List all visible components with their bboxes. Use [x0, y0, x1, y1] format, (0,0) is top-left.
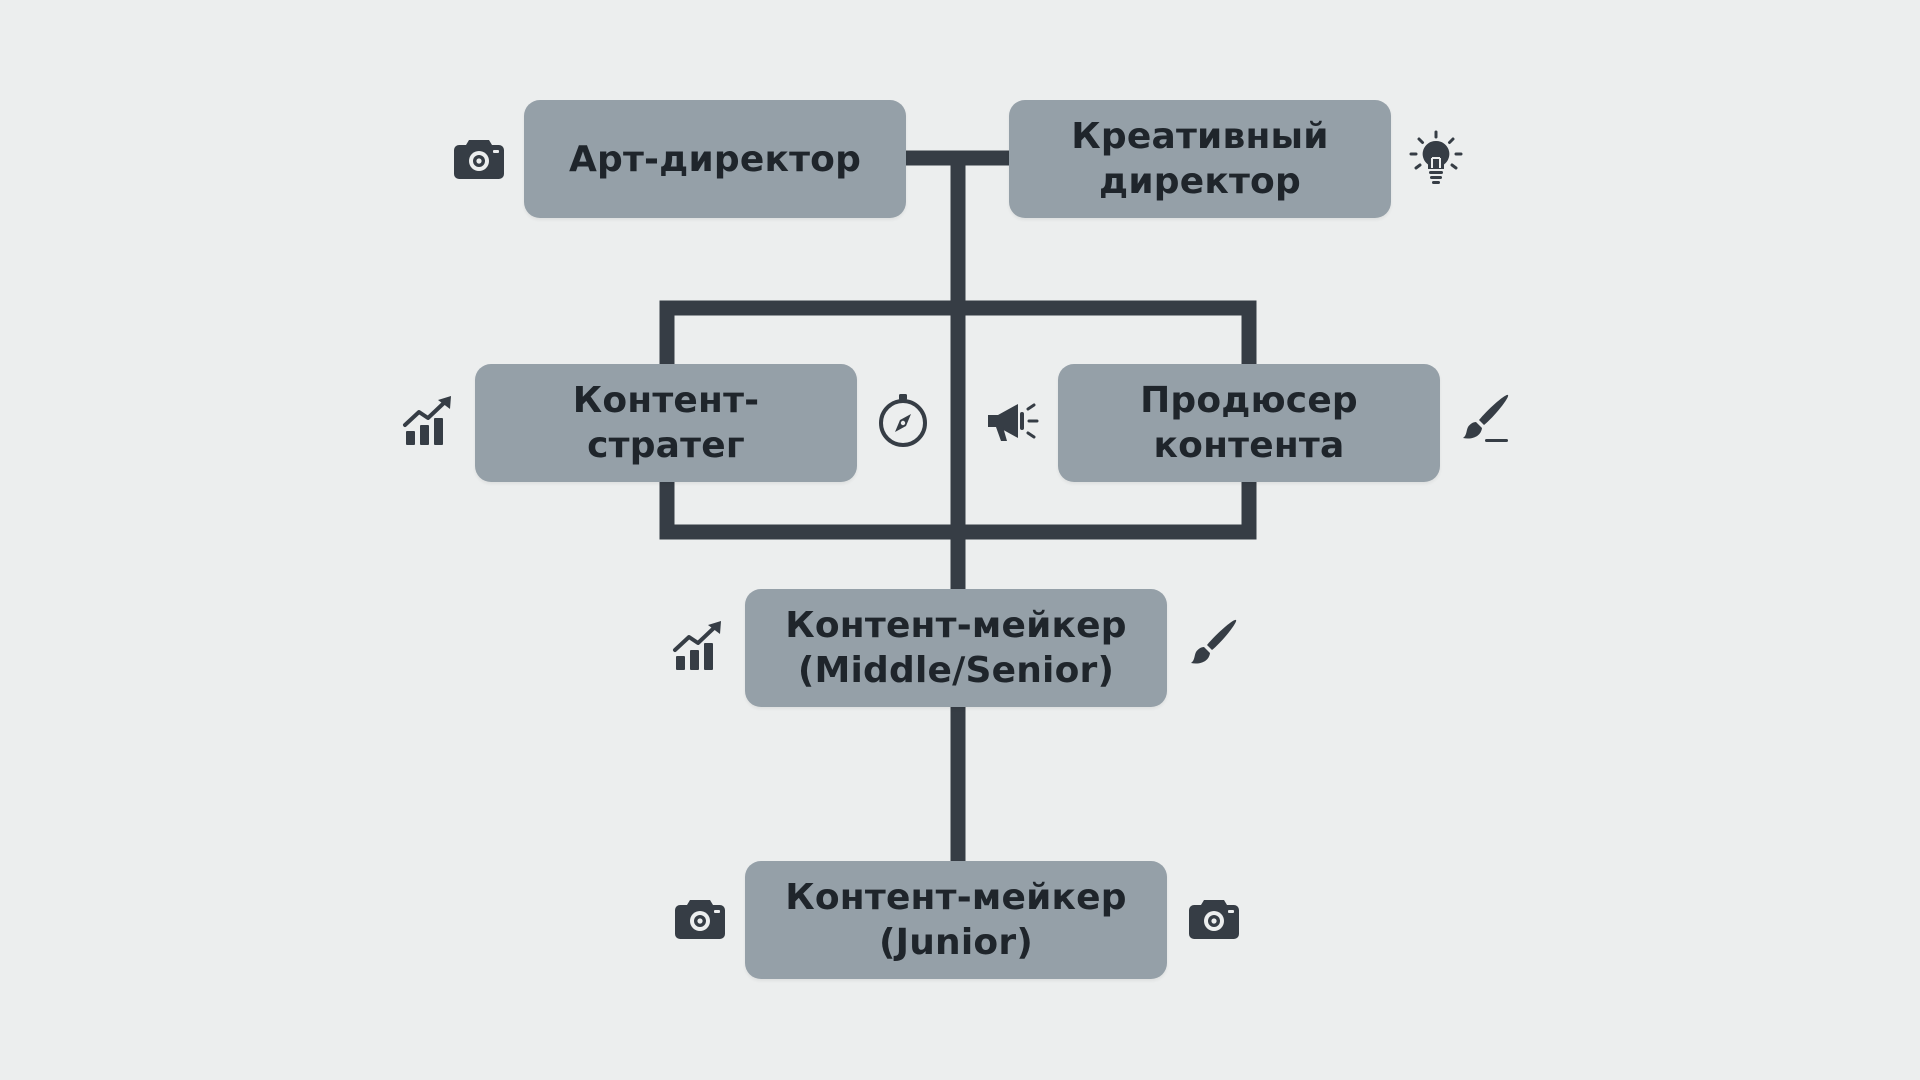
node-content-maker-junior: Контент-мейкер (Junior) — [745, 861, 1167, 979]
growth-chart-icon — [401, 393, 457, 449]
node-art-director: Арт-директор — [524, 100, 906, 218]
paintbrush-icon — [1457, 392, 1513, 448]
camera-icon — [451, 131, 507, 187]
node-label: Контент-мейкер (Junior) — [785, 877, 1127, 963]
node-label: Контент- стратег — [572, 380, 760, 466]
paintbrush-icon — [1185, 617, 1241, 673]
compass-icon — [875, 392, 931, 448]
growth-chart-icon — [671, 618, 727, 674]
node-content-producer: Продюсер контента — [1058, 364, 1440, 482]
node-label: Контент-мейкер (Middle/Senior) — [785, 605, 1127, 691]
camera-icon — [672, 891, 728, 947]
camera-icon — [1186, 891, 1242, 947]
node-content-maker-senior: Контент-мейкер (Middle/Senior) — [745, 589, 1167, 707]
node-content-strategist: Контент- стратег — [475, 364, 857, 482]
node-label: Продюсер контента — [1140, 380, 1358, 466]
lightbulb-icon — [1408, 130, 1464, 186]
megaphone-icon — [984, 393, 1040, 449]
node-label: Креативный директор — [1071, 116, 1329, 202]
node-label: Арт-директор — [568, 138, 862, 180]
node-creative-director: Креативный директор — [1009, 100, 1391, 218]
